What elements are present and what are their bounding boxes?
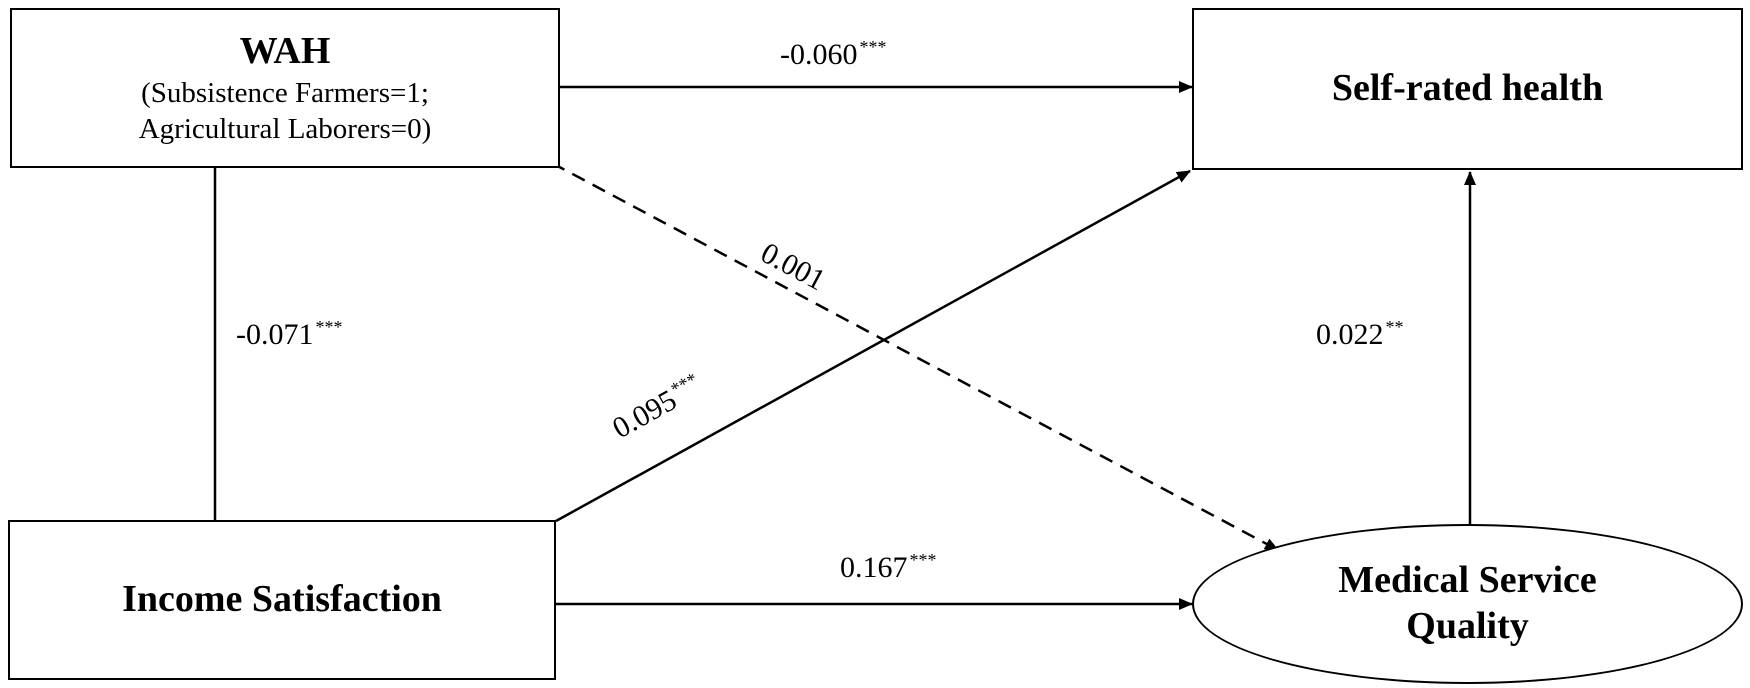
- label-wah-income-value: -0.071: [236, 318, 314, 351]
- node-income-satisfaction-title: Income Satisfaction: [122, 578, 442, 621]
- node-self-rated-health: Self-rated health: [1192, 8, 1743, 170]
- node-income-satisfaction: Income Satisfaction: [8, 520, 556, 680]
- label-wah-income: -0.071***: [236, 317, 343, 351]
- label-income-to-medical-sig: ***: [909, 550, 937, 570]
- node-wah: WAH (Subsistence Farmers=1; Agricultural…: [10, 8, 560, 168]
- label-wah-income-sig: ***: [315, 317, 343, 337]
- path-wah-to-medical-arrow: [551, 161, 1279, 552]
- node-wah-line2: Agricultural Laborers=0): [138, 112, 432, 145]
- node-wah-line1: (Subsistence Farmers=1;: [141, 76, 429, 109]
- node-medical-service-quality-line2: Quality: [1406, 605, 1529, 647]
- node-wah-title: WAH: [239, 29, 331, 72]
- node-medical-service-quality: Medical Service Quality: [1192, 524, 1743, 684]
- node-medical-service-quality-line1: Medical Service: [1338, 559, 1597, 602]
- path-income-to-health-arrow: [555, 169, 1191, 523]
- label-income-to-medical: 0.167***: [840, 550, 937, 584]
- label-medical-to-health-value: 0.022: [1316, 318, 1384, 351]
- label-medical-to-health: 0.022**: [1316, 317, 1404, 351]
- label-income-to-medical-value: 0.167: [840, 551, 908, 584]
- label-wah-to-health: -0.060***: [780, 37, 887, 71]
- node-self-rated-health-title: Self-rated health: [1331, 67, 1604, 110]
- label-medical-to-health-sig: **: [1385, 317, 1404, 337]
- label-wah-to-health-sig: ***: [859, 37, 887, 57]
- label-wah-to-health-value: -0.060: [780, 38, 858, 71]
